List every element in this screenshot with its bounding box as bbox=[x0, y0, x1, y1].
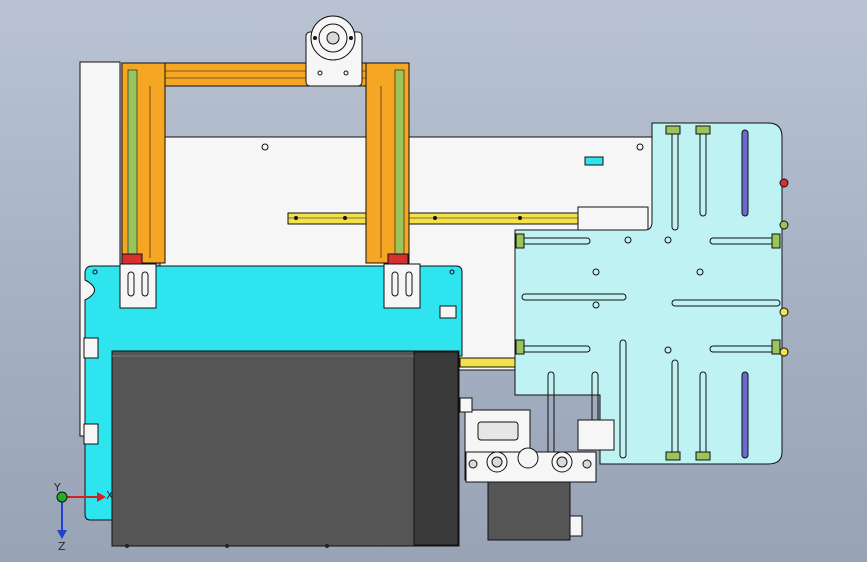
enclosure-box[interactable] bbox=[111, 350, 460, 548]
z-axis-label: Z bbox=[58, 540, 66, 553]
fixture-plate[interactable] bbox=[514, 122, 789, 465]
motor-mount[interactable] bbox=[305, 15, 363, 87]
y-axis-dot bbox=[56, 491, 68, 503]
x-axis-label: X bbox=[106, 489, 114, 502]
carriage-plate[interactable] bbox=[83, 263, 463, 521]
coordinate-triad: X Y Z bbox=[53, 481, 114, 553]
linear-rail[interactable] bbox=[287, 206, 649, 368]
gripper-assembly[interactable] bbox=[459, 397, 615, 541]
gantry-frame[interactable] bbox=[121, 62, 410, 265]
y-axis-label: Y bbox=[53, 481, 61, 494]
